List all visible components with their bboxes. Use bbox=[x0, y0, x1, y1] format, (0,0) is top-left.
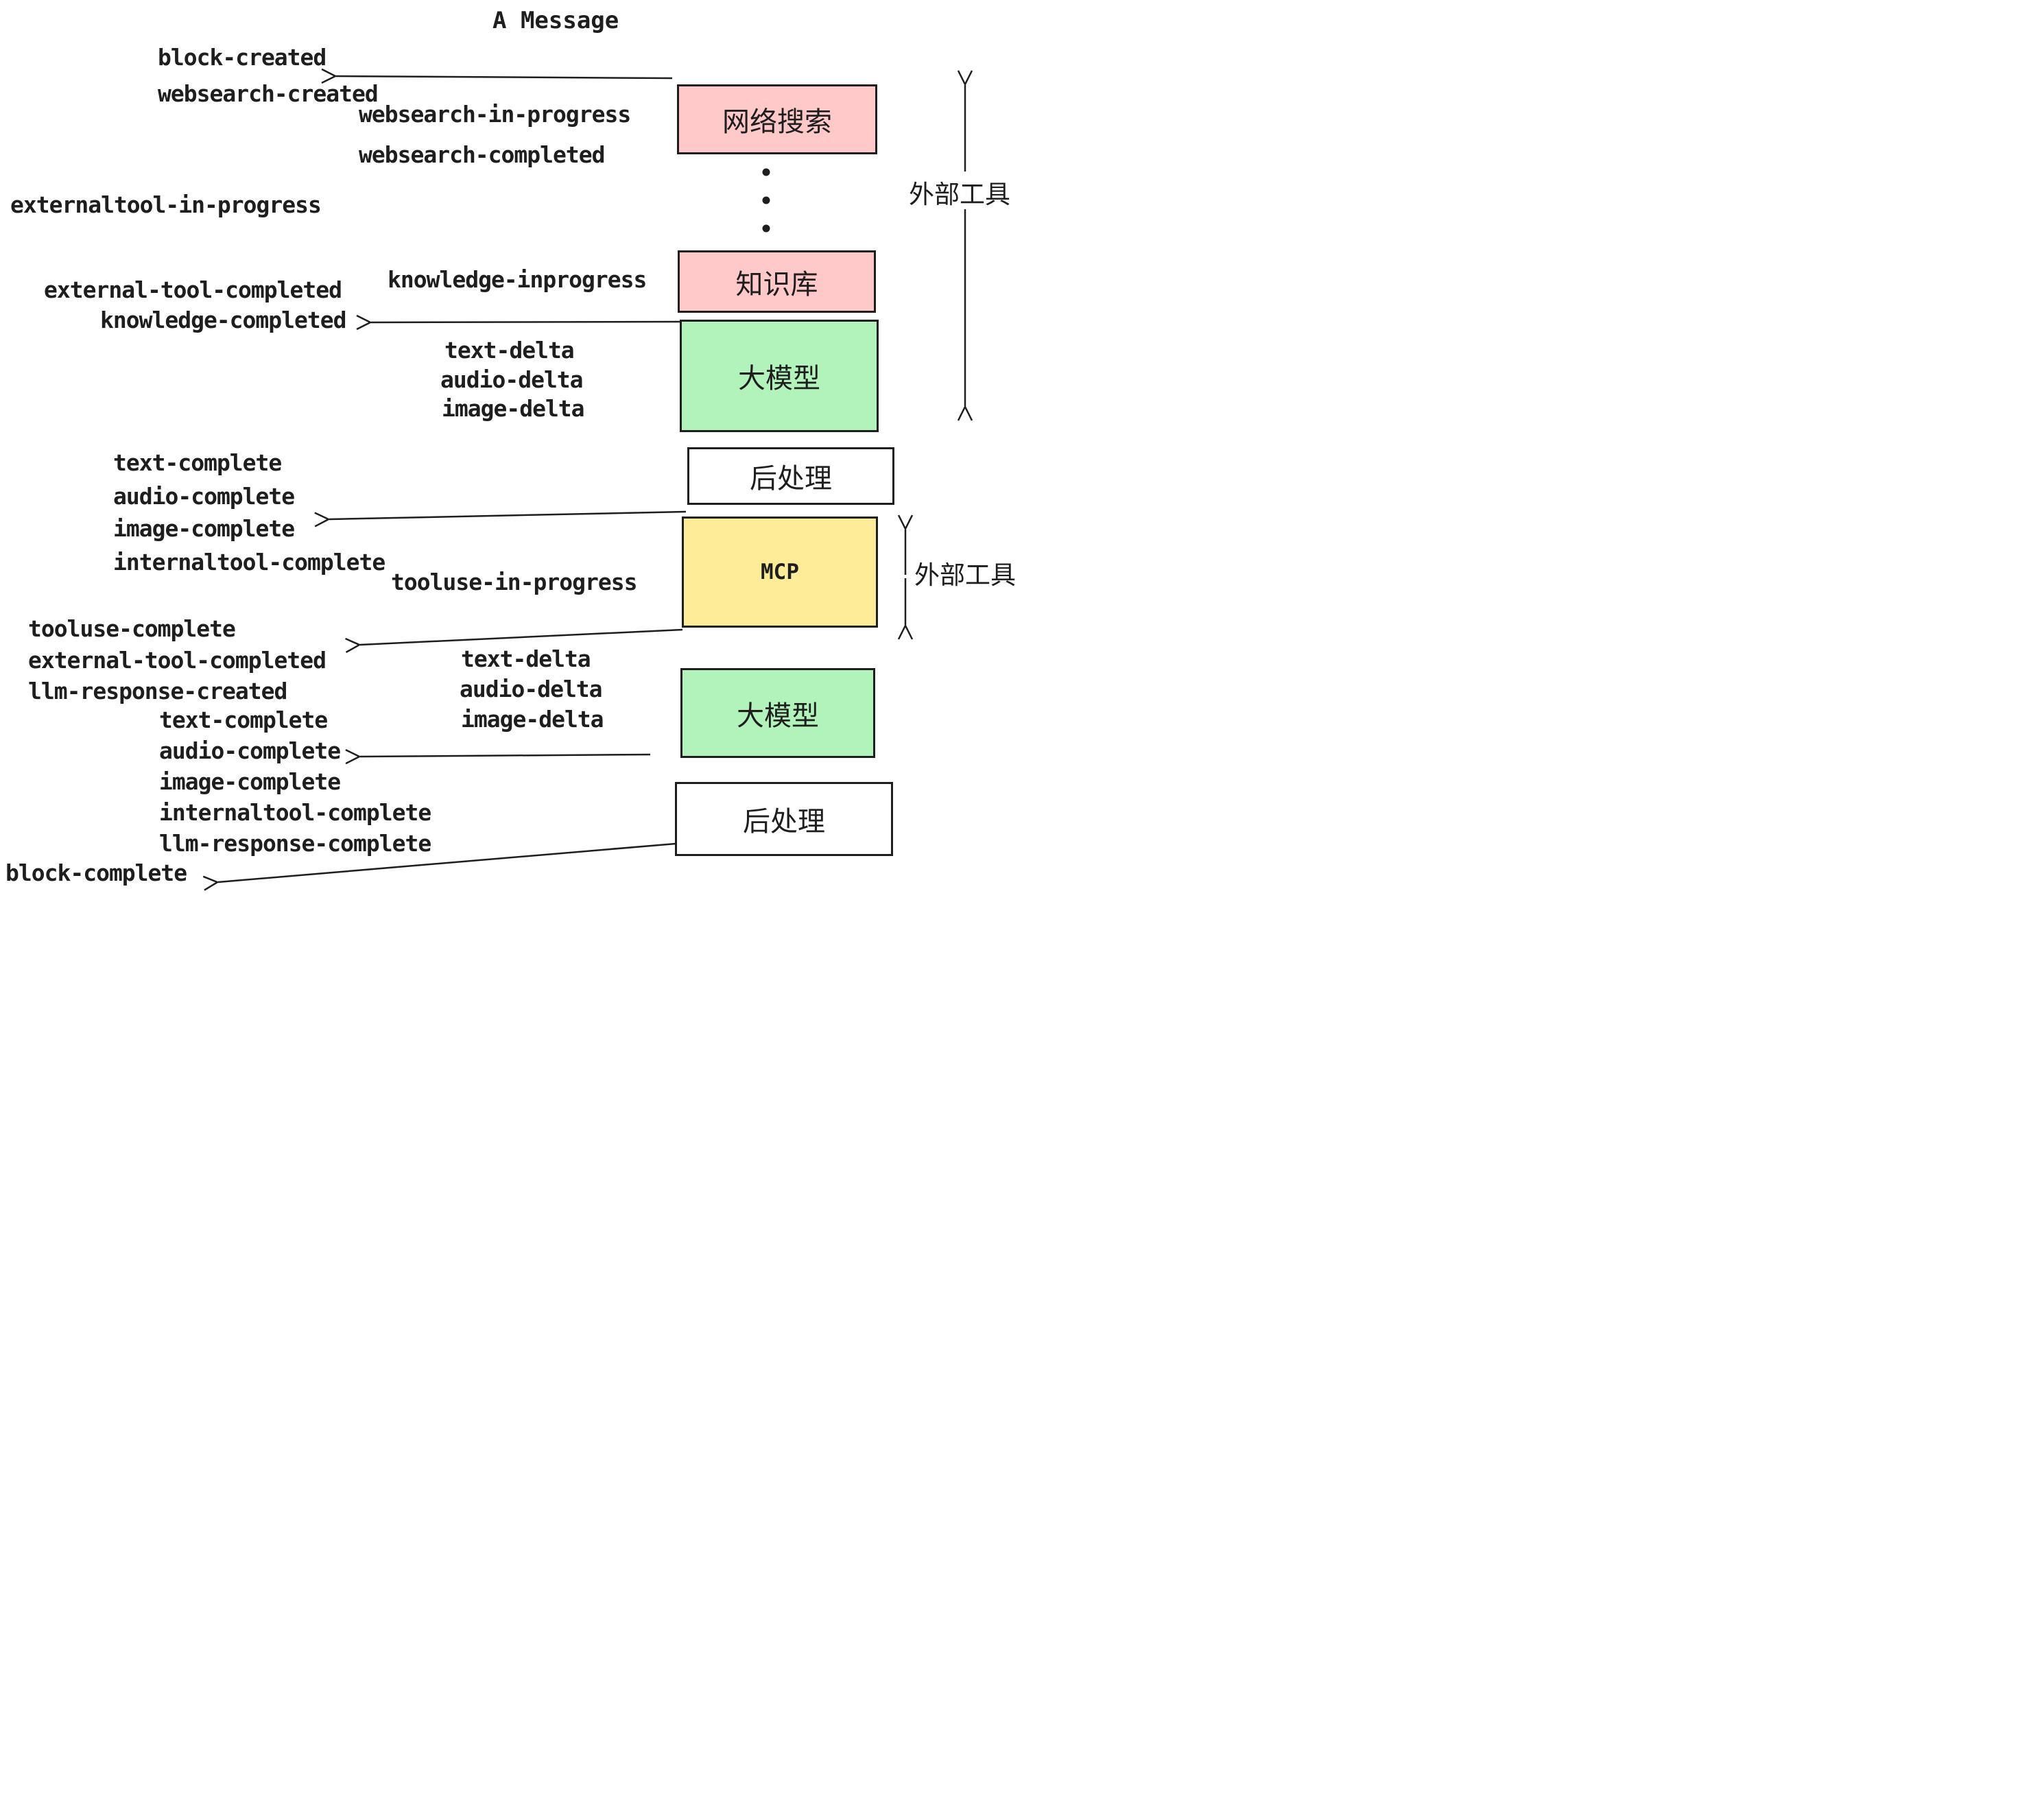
box-websearch-label: 网络搜索 bbox=[722, 106, 832, 138]
event-internaltool-complete-1: internaltool-complete bbox=[113, 549, 385, 575]
event-audio-delta-1: audio-delta bbox=[440, 366, 584, 393]
box-llm-2-label: 大模型 bbox=[737, 700, 819, 732]
diagram-canvas: A Message block-created websearch-create… bbox=[0, 0, 1022, 902]
box-llm-1-label: 大模型 bbox=[738, 363, 820, 394]
box-mcp: MCP bbox=[682, 517, 878, 628]
event-knowledge-inprogress: knowledge-inprogress bbox=[388, 266, 647, 293]
event-websearch-in-progress: websearch-in-progress bbox=[359, 101, 631, 128]
box-postprocess-1: 后处理 bbox=[687, 447, 894, 505]
arrows-layer bbox=[202, 68, 973, 891]
event-image-delta-2: image-delta bbox=[461, 706, 604, 733]
box-postprocess-2: 后处理 bbox=[675, 782, 893, 856]
event-external-tool-completed: external-tool-completed bbox=[44, 276, 342, 303]
box-postprocess-1-label: 后处理 bbox=[750, 463, 832, 495]
event-websearch-created: websearch-created bbox=[158, 80, 379, 107]
event-externaltool-in-progress: externaltool-in-progress bbox=[10, 191, 322, 218]
event-audio-delta-2: audio-delta bbox=[460, 676, 603, 702]
event-knowledge-completed: knowledge-completed bbox=[100, 307, 346, 333]
box-llm-2: 大模型 bbox=[680, 668, 875, 758]
event-image-delta-1: image-delta bbox=[442, 395, 585, 422]
event-block-complete: block-complete bbox=[5, 859, 187, 886]
event-block-created: block-created bbox=[158, 44, 326, 71]
event-tooluse-in-progress: tooluse-in-progress bbox=[391, 569, 637, 595]
event-image-complete-2: image-complete bbox=[159, 768, 341, 795]
event-llm-response-complete: llm-response-complete bbox=[159, 830, 431, 857]
arrow-to-audio-complete bbox=[345, 749, 651, 765]
event-internaltool-complete-2: internaltool-complete bbox=[159, 799, 431, 826]
arrow-to-image-complete bbox=[314, 510, 687, 527]
event-audio-complete-1: audio-complete bbox=[113, 483, 295, 510]
event-llm-response-created: llm-response-created bbox=[28, 678, 287, 704]
event-text-delta-2: text-delta bbox=[461, 645, 591, 672]
page-title: A Message bbox=[492, 7, 619, 34]
event-text-complete-2: text-complete bbox=[159, 707, 328, 733]
event-text-complete-1: text-complete bbox=[113, 449, 282, 476]
arrow-to-tooluse-complete bbox=[345, 628, 683, 654]
box-mcp-label: MCP bbox=[761, 560, 799, 584]
event-websearch-completed: websearch-completed bbox=[359, 141, 605, 168]
external-tools-label-top: 外部工具 bbox=[909, 180, 1010, 209]
event-tooluse-complete: tooluse-complete bbox=[28, 615, 236, 642]
ellipsis-dots bbox=[762, 168, 770, 233]
box-llm-1: 大模型 bbox=[680, 320, 879, 432]
box-knowledge-label: 知识库 bbox=[735, 268, 818, 300]
event-image-complete-1: image-complete bbox=[113, 515, 295, 542]
box-knowledge: 知识库 bbox=[678, 250, 876, 313]
event-external-tool-completed-2: external-tool-completed bbox=[28, 647, 326, 674]
event-audio-complete-2: audio-complete bbox=[159, 737, 341, 764]
box-postprocess-2-label: 后处理 bbox=[743, 806, 825, 838]
event-text-delta-1: text-delta bbox=[444, 337, 575, 364]
arrow-to-block-complete bbox=[202, 842, 676, 891]
arrow-to-block-created bbox=[321, 68, 673, 84]
box-websearch: 网络搜索 bbox=[677, 84, 877, 154]
external-tools-label-mid: 外部工具 bbox=[914, 560, 1016, 590]
